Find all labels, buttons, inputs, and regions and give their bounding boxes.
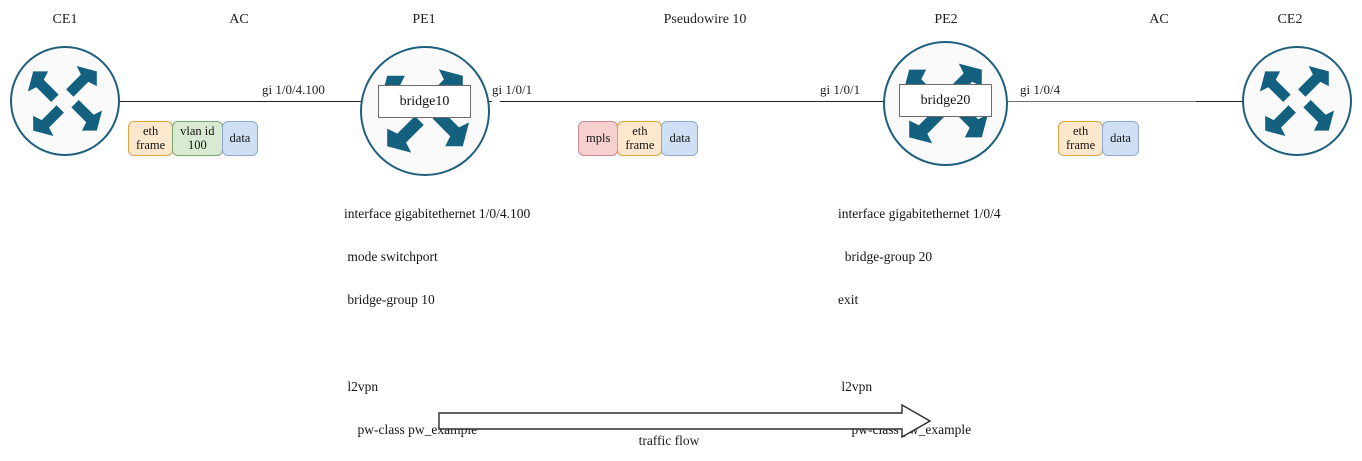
node-ce2[interactable] [1242,46,1352,156]
iface-label-pe1-core: gi 1/0/1 [492,82,533,97]
router-arrows-icon [1259,66,1335,136]
packet-line: data [229,130,251,145]
config-line: exit [838,292,859,308]
link-ce1-pe1 [112,101,492,102]
config-line: bridge-group 10 [344,292,435,308]
packet-line: vlan id [180,124,215,138]
traffic-flow-arrow [438,403,932,439]
router-arrows-icon [27,66,103,136]
packet-line: eth [1072,124,1089,138]
link-pe1-pe2 [500,101,890,102]
arrow-right-icon [438,403,932,439]
packet-line: frame [1066,137,1096,152]
iface-label-pe1-ac: gi 1/0/4.100 [262,82,325,97]
section-label-pe2: PE2 [934,12,958,27]
config-line: interface gigabitethernet 1/0/4 [838,205,1001,221]
config-block-pe1: interface gigabitethernet 1/0/4.100 mode… [344,178,530,461]
config-blank-line [838,336,1004,350]
config-line: bridge-group 20 [838,249,933,265]
packet-data: data [1102,121,1139,156]
packet-line: frame [625,137,655,152]
bridge-box-pe1: bridge10 [378,85,471,118]
packet-eth-frame: eth frame [1058,121,1104,156]
packet-mpls: mpls [578,121,619,156]
link-pe2-ce2 [1196,101,1276,102]
packet-vlan-id: vlan id 100 [172,121,223,156]
config-line: l2vpn [344,378,379,394]
packet-line: eth [632,124,648,138]
packet-eth-frame: eth frame [128,121,174,156]
packet-line: 100 [187,137,207,152]
config-line: l2vpn [838,378,873,394]
packet-data: data [661,121,699,156]
packet-strip-right: eth frame data [1058,121,1139,156]
section-label-ac-left: AC [229,12,249,27]
packet-eth-frame: eth frame [617,121,663,156]
config-line: interface gigabitethernet 1/0/4.100 [344,205,531,221]
traffic-flow-label: traffic flow [638,433,700,448]
section-label-pseudowire: Pseudowire 10 [663,12,747,27]
node-ce1[interactable] [10,46,120,156]
config-blank-line [344,336,530,350]
iface-label-pe2-core: gi 1/0/1 [820,82,861,97]
packet-line: data [669,130,691,145]
packet-line: data [1110,130,1131,145]
packet-line: mpls [586,130,611,145]
link-pe2-ce2-grey [1000,101,1200,102]
packet-line: frame [136,137,166,152]
section-label-pe1: PE1 [412,12,436,27]
section-label-ce1: CE1 [52,12,78,27]
packet-line: eth [142,124,159,138]
config-line: mode switchport [344,249,438,265]
bridge-box-pe2: bridge20 [899,84,992,117]
section-label-ce2: CE2 [1277,12,1303,27]
section-label-ac-right: AC [1149,12,1169,27]
packet-data: data [221,121,259,156]
packet-strip-middle: mpls eth frame data [578,121,699,156]
iface-label-pe2-ac: gi 1/0/4 [1020,82,1061,97]
packet-strip-left: eth frame vlan id 100 data [128,121,259,156]
